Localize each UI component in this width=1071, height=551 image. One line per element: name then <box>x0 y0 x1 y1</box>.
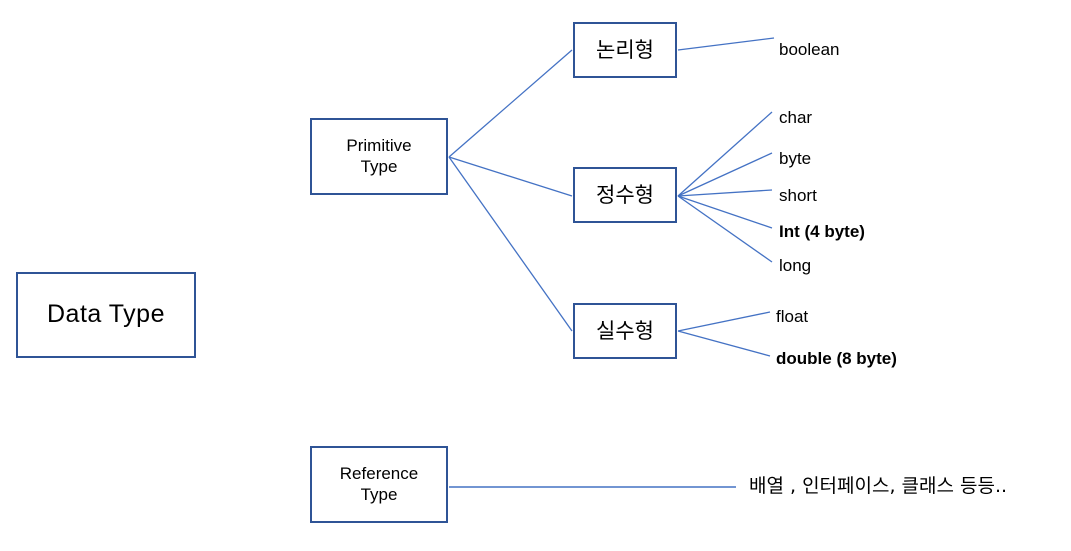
edge-integer-group-to-char <box>677 111 773 197</box>
leaf-label-int: Int (4 byte) <box>779 222 865 241</box>
node-boolean-group-label: 논리형 <box>596 37 654 62</box>
node-integer-group[interactable]: 정수형 <box>573 167 677 223</box>
leaf-label-long: long <box>779 256 812 275</box>
leaf-label-boolean: boolean <box>779 40 840 59</box>
leaf-label-float: float <box>776 307 809 326</box>
leaf-label-short: short <box>779 186 817 205</box>
node-reference-type[interactable]: Reference Type <box>310 446 448 523</box>
edge-float-group-to-float <box>677 311 771 332</box>
edge-float-group-to-double <box>677 330 771 357</box>
leaf-label-byte: byte <box>779 149 812 168</box>
node-boolean-group[interactable]: 논리형 <box>573 22 677 78</box>
leaf-label-char: char <box>779 108 813 127</box>
node-float-group-label: 실수형 <box>596 318 654 343</box>
node-reference-type-label: Reference Type <box>339 464 419 504</box>
node-primitive-type-label: Primitive Type <box>346 136 412 176</box>
edge-primitive-to-float-group <box>448 156 573 332</box>
leaf-label-double: double (8 byte) <box>776 349 897 368</box>
node-float-group[interactable]: 실수형 <box>573 303 677 359</box>
edge-integer-group-to-long <box>677 195 773 263</box>
node-integer-group-label: 정수형 <box>596 182 654 207</box>
edge-boolean-group-to-boolean <box>677 37 775 51</box>
node-data-type-label: Data Type <box>46 300 165 329</box>
node-data-type[interactable]: Data Type <box>16 272 196 358</box>
edge-primitive-to-integer-group <box>448 156 573 197</box>
leaf-label-reference-kinds: 배열 , 인터페이스, 클래스 등등.. <box>749 475 1008 497</box>
edge-integer-group-to-short <box>677 189 773 197</box>
node-primitive-type[interactable]: Primitive Type <box>310 118 448 195</box>
edge-integer-group-to-byte <box>677 152 773 197</box>
edge-primitive-to-boolean-group <box>448 49 573 158</box>
edge-integer-group-to-int <box>677 195 773 229</box>
